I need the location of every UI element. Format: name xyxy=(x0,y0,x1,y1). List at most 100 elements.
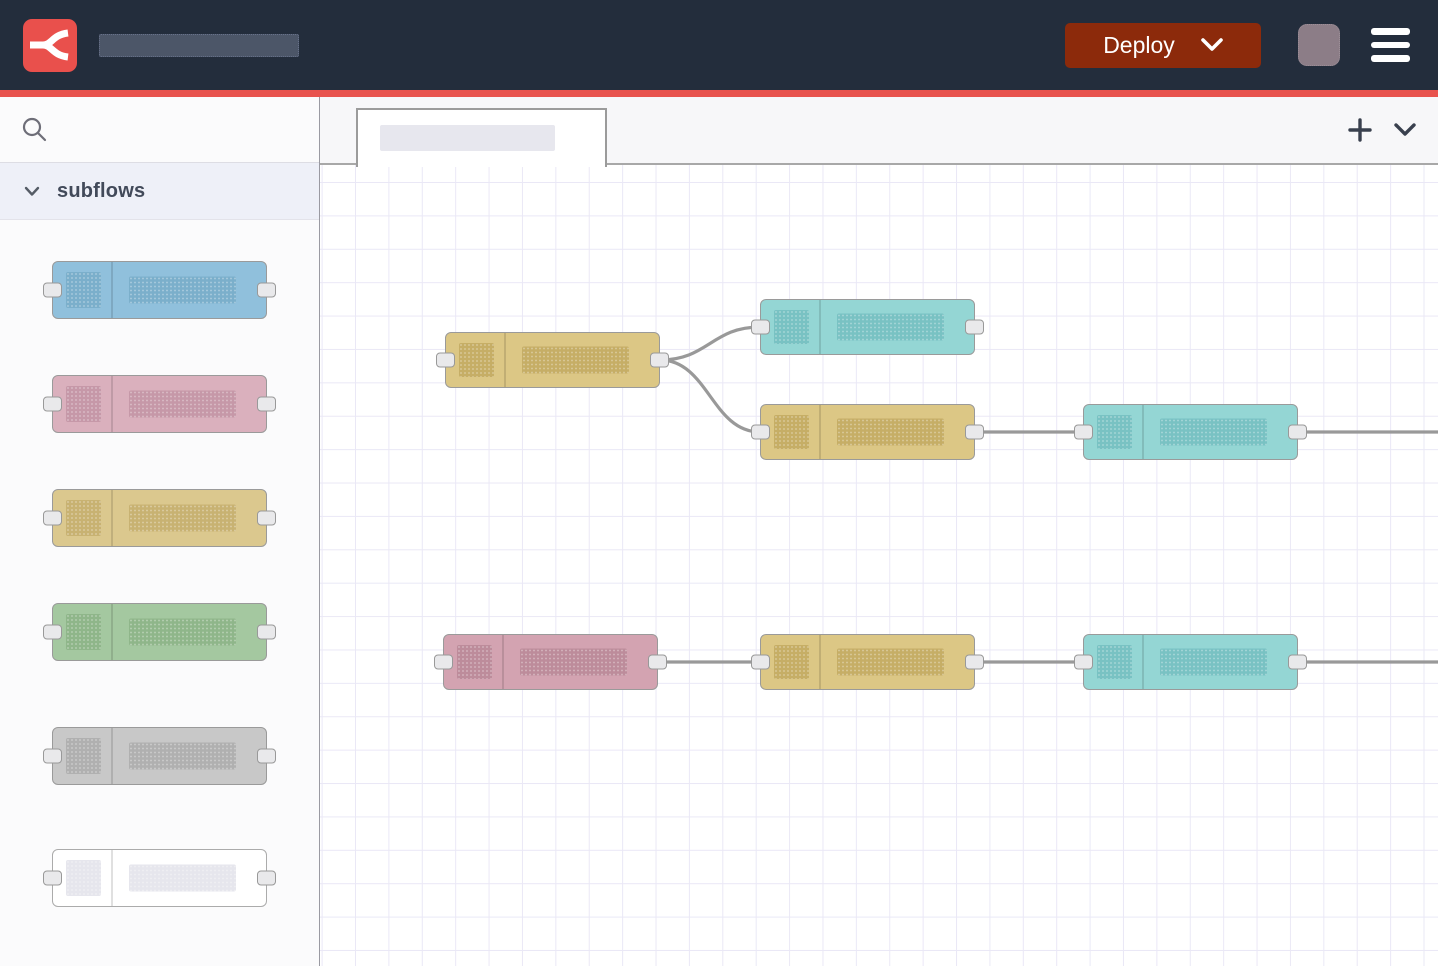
search-icon xyxy=(22,117,47,142)
node-divider xyxy=(819,635,821,689)
plus-icon xyxy=(1348,118,1372,142)
node-label-placeholder xyxy=(1160,648,1267,676)
main-area: subflows xyxy=(0,97,1438,966)
palette-category-label: subflows xyxy=(57,179,146,202)
chevron-down-icon xyxy=(1394,123,1416,136)
input-port[interactable] xyxy=(751,654,770,670)
flow-node-cyan-1[interactable] xyxy=(751,299,984,355)
flow-node-cyan-3[interactable] xyxy=(1074,634,1307,690)
node-icon-placeholder xyxy=(66,386,101,422)
palette-node-white[interactable] xyxy=(43,849,276,907)
output-port xyxy=(257,396,276,412)
flow-canvas[interactable] xyxy=(320,165,1438,966)
node-label-placeholder xyxy=(129,276,236,304)
wire[interactable] xyxy=(658,325,762,362)
palette-node-gray[interactable] xyxy=(43,727,276,785)
node-label-placeholder xyxy=(1160,418,1267,446)
node-palette: subflows xyxy=(0,97,320,966)
flow-tab[interactable] xyxy=(356,108,607,167)
tab-bar-actions xyxy=(1348,97,1416,163)
output-port[interactable] xyxy=(965,319,984,335)
input-port[interactable] xyxy=(434,654,453,670)
palette-node-yellow[interactable] xyxy=(43,489,276,547)
node-icon-placeholder xyxy=(774,310,809,344)
app-logo xyxy=(23,18,77,72)
input-port[interactable] xyxy=(751,424,770,440)
node-icon-placeholder xyxy=(774,415,809,449)
node-icon-placeholder xyxy=(1097,645,1132,679)
node-icon-placeholder xyxy=(66,738,101,774)
main-menu-button[interactable] xyxy=(1371,28,1410,62)
node-divider xyxy=(1142,635,1144,689)
node-divider xyxy=(504,333,506,387)
node-label-placeholder xyxy=(837,418,944,446)
hamburger-icon xyxy=(1371,55,1410,62)
hamburger-icon xyxy=(1371,28,1410,35)
node-label-placeholder xyxy=(520,648,627,676)
node-divider xyxy=(819,405,821,459)
node-label-placeholder xyxy=(129,504,236,532)
add-flow-button[interactable] xyxy=(1348,118,1372,142)
node-icon-placeholder xyxy=(457,645,492,679)
header-accent-line xyxy=(0,90,1438,97)
input-port[interactable] xyxy=(436,352,455,368)
chevron-down-icon xyxy=(24,186,40,196)
output-port xyxy=(257,624,276,640)
input-port xyxy=(43,748,62,764)
output-port[interactable] xyxy=(1288,654,1307,670)
hamburger-icon xyxy=(1371,41,1410,49)
deploy-button[interactable]: Deploy xyxy=(1065,22,1261,68)
output-port[interactable] xyxy=(965,654,984,670)
input-port[interactable] xyxy=(1074,654,1093,670)
node-icon-placeholder xyxy=(66,272,101,308)
output-port xyxy=(257,748,276,764)
palette-search[interactable] xyxy=(0,97,319,163)
node-label-placeholder xyxy=(522,346,629,374)
node-icon-placeholder xyxy=(66,614,101,650)
input-port[interactable] xyxy=(751,319,770,335)
node-divider xyxy=(111,604,113,660)
node-divider xyxy=(111,728,113,784)
deploy-button-label: Deploy xyxy=(1103,31,1175,58)
node-label-placeholder xyxy=(129,390,236,418)
input-port xyxy=(43,870,62,886)
output-port[interactable] xyxy=(648,654,667,670)
flow-list-button[interactable] xyxy=(1394,123,1416,137)
header-title-placeholder xyxy=(99,33,299,57)
node-icon-placeholder xyxy=(66,500,101,536)
node-icon-placeholder xyxy=(774,645,809,679)
wire[interactable] xyxy=(658,358,762,434)
flow-node-yellow-1[interactable] xyxy=(436,332,669,388)
output-port xyxy=(257,870,276,886)
user-avatar[interactable] xyxy=(1298,24,1340,66)
flow-node-pink-1[interactable] xyxy=(434,634,667,690)
flow-node-cyan-2[interactable] xyxy=(1074,404,1307,460)
input-port xyxy=(43,624,62,640)
header: Deploy xyxy=(0,0,1438,90)
output-port xyxy=(257,510,276,526)
output-port[interactable] xyxy=(1288,424,1307,440)
wire-layer xyxy=(656,325,1438,664)
input-port xyxy=(43,282,62,298)
palette-node-green[interactable] xyxy=(43,603,276,661)
input-port[interactable] xyxy=(1074,424,1093,440)
output-port[interactable] xyxy=(965,424,984,440)
node-divider xyxy=(111,490,113,546)
node-label-placeholder xyxy=(129,864,236,892)
node-divider xyxy=(819,300,821,354)
node-divider xyxy=(111,376,113,432)
node-red-logo-icon xyxy=(30,29,69,61)
palette-node-pink[interactable] xyxy=(43,375,276,433)
flow-node-yellow-3[interactable] xyxy=(751,634,984,690)
palette-category-subflows[interactable]: subflows xyxy=(0,163,319,220)
output-port[interactable] xyxy=(650,352,669,368)
node-label-placeholder xyxy=(129,742,236,770)
chevron-down-icon xyxy=(1200,38,1223,51)
node-divider xyxy=(502,635,504,689)
flow-node-yellow-2[interactable] xyxy=(751,404,984,460)
input-port xyxy=(43,510,62,526)
node-icon-placeholder xyxy=(459,343,494,377)
node-icon-placeholder xyxy=(1097,415,1132,449)
palette-node-blue[interactable] xyxy=(43,261,276,319)
